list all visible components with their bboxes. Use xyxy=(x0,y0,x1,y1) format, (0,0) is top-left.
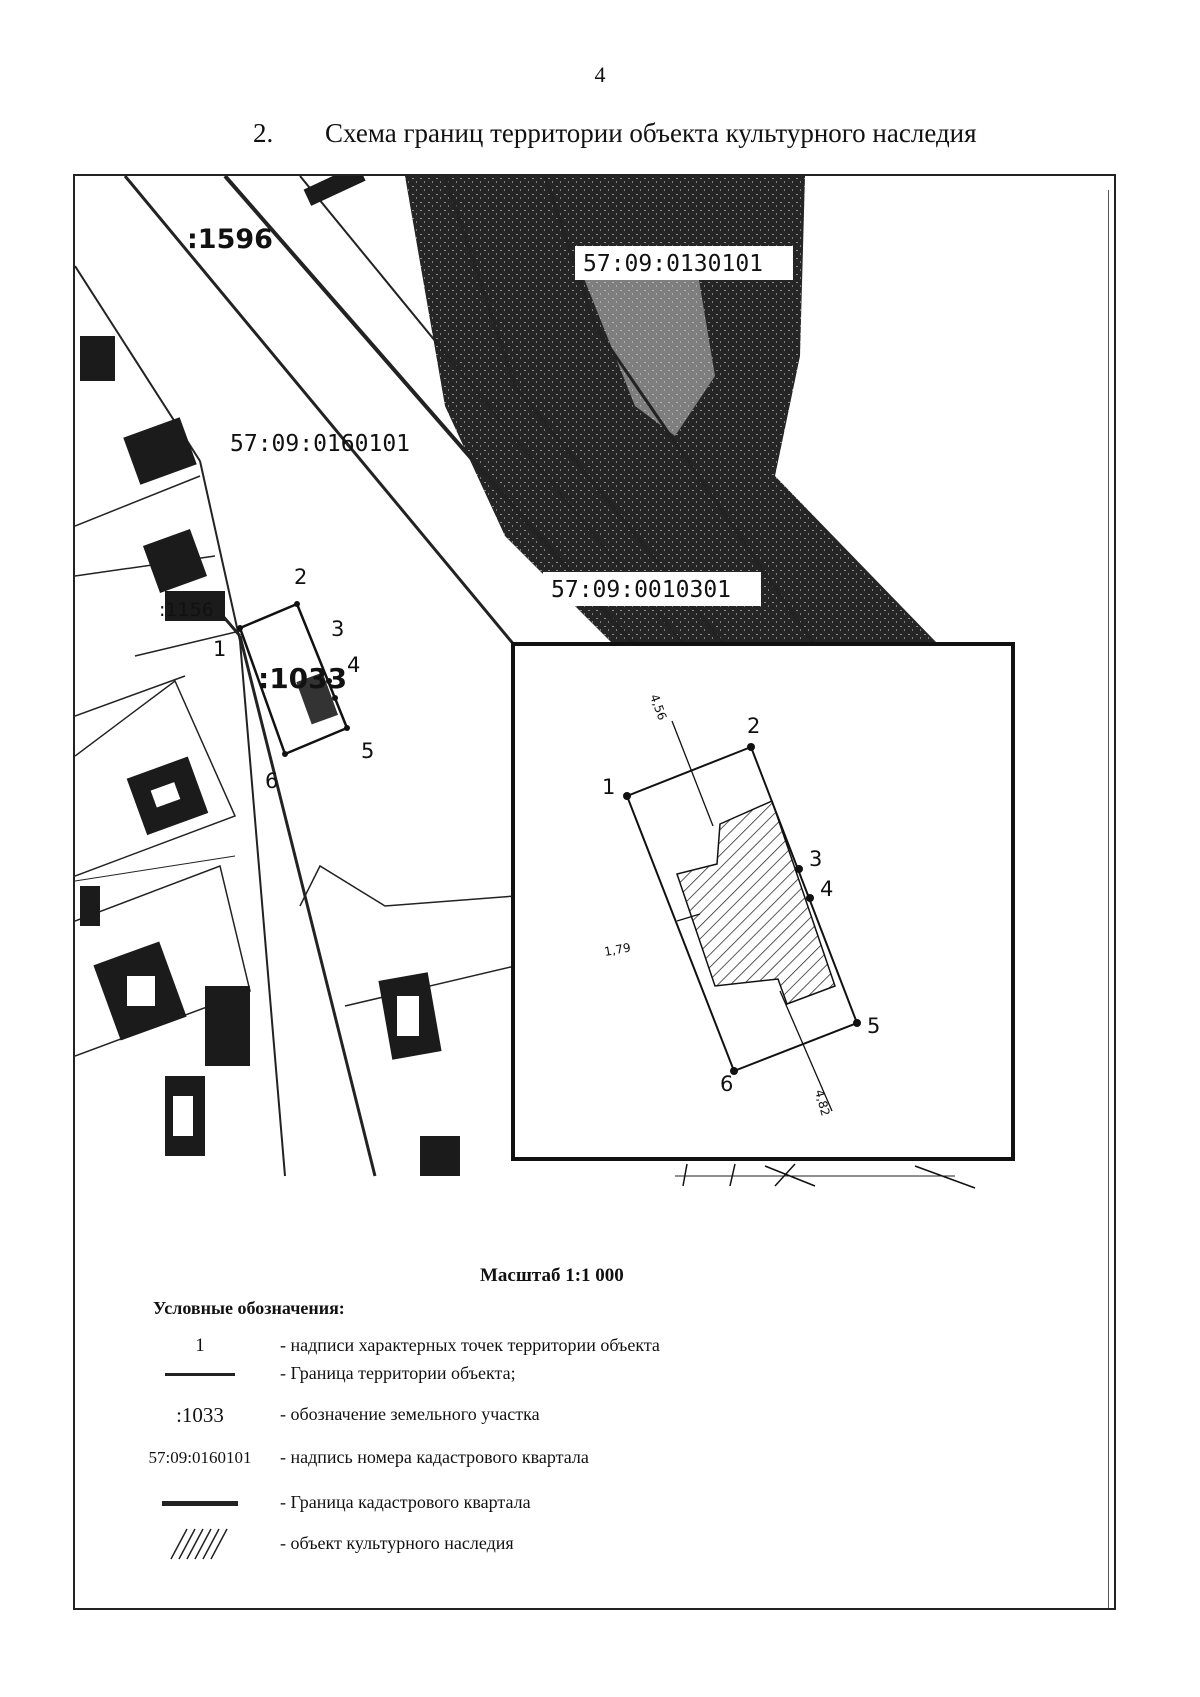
quarter-label-bg-3 xyxy=(543,572,761,606)
hatch-icon xyxy=(170,1528,228,1560)
heading-number: 2. xyxy=(253,118,274,148)
legend-text-point: - надписи характерных точек территории о… xyxy=(280,1335,660,1355)
legend-text-object-boundary: - Граница территории объекта; xyxy=(280,1363,516,1383)
legend-item-object-boundary: - Граница территории объекта; xyxy=(120,1356,1020,1392)
frame-inner-line xyxy=(1108,190,1109,1608)
heading-title: Схема границ территории объекта культурн… xyxy=(325,118,977,148)
inset-heritage-object xyxy=(676,799,836,1005)
legend-item-quarter-boundary: - Граница кадастрового квартала xyxy=(120,1485,1020,1521)
building-courtyards xyxy=(127,782,419,1136)
legend-text-quarter-number: - надпись номера кадастрового квартала xyxy=(280,1447,589,1467)
quarter-label-0160101: 57:09:0160101 xyxy=(230,431,410,457)
legend-text-parcel: - обозначение земельного участка xyxy=(280,1404,540,1424)
legend-symbol-quarter-boundary xyxy=(120,1485,280,1521)
legend-symbol-point: 1 xyxy=(195,1335,205,1356)
inset-dimension-482: 4,82 xyxy=(812,1088,832,1117)
river-strip xyxy=(575,256,715,436)
legend-symbol-hatch xyxy=(120,1526,280,1562)
map-scale: Масштаб 1:1 000 xyxy=(480,1265,624,1286)
inset-detail: 1 2 3 4 5 6 4,56 1,79 4,82 xyxy=(511,642,1015,1161)
parcel-label-1156: :1156 xyxy=(159,599,214,621)
page-number: 4 xyxy=(594,62,606,87)
page-heading: 2. Схема границ территории объекта культу… xyxy=(253,118,977,149)
quarter-label-0130101: 57:09:0130101 xyxy=(583,251,763,277)
legend-symbol-parcel: :1033 xyxy=(176,1402,224,1427)
map-point-5: 5 xyxy=(361,739,374,763)
inset-point-6: 6 xyxy=(720,1072,733,1096)
cadastral-map: :1596 :1156 :1033 57:09:0130101 57:09:01… xyxy=(75,176,1015,1189)
map-point-6: 6 xyxy=(265,769,278,793)
legend-text-quarter-boundary: - Граница кадастрового квартала xyxy=(280,1492,531,1512)
quarter-label-bg-1 xyxy=(575,246,793,280)
inset-point-4: 4 xyxy=(820,877,833,901)
inset-point-1: 1 xyxy=(602,775,615,799)
inset-dimension-179: 1,79 xyxy=(603,941,632,959)
legend-symbol-object-boundary xyxy=(120,1356,280,1392)
legend-item-quarter-number: 57:09:0160101 - надпись номера кадастров… xyxy=(120,1440,1020,1476)
legend-item-parcel: :1033 - обозначение земельного участка xyxy=(120,1397,1020,1433)
legend-item-heritage-object: - объект культурного наследия xyxy=(120,1526,1020,1562)
map-point-3: 3 xyxy=(331,617,344,641)
inset-point-3: 3 xyxy=(809,847,822,871)
inset-point-5: 5 xyxy=(867,1014,880,1038)
object-building xyxy=(296,672,339,725)
map-frame xyxy=(73,174,1116,1610)
legend-item-point-label: 1 - надписи характерных точек территории… xyxy=(120,1328,1020,1364)
road-lines xyxy=(75,176,955,1177)
map-point-2: 2 xyxy=(294,565,307,589)
parcel-label-1596: :1596 xyxy=(187,224,273,255)
legend-text-heritage-object: - объект культурного наследия xyxy=(280,1533,514,1553)
lower-strip-lines xyxy=(682,1163,976,1189)
quarter-label-0010301: 57:09:0010301 xyxy=(551,577,731,603)
point-markers xyxy=(237,601,350,757)
map-point-1: 1 xyxy=(213,637,226,661)
parcel-label-1033: :1033 xyxy=(258,662,347,695)
legend-title: Условные обозначения: xyxy=(153,1298,345,1318)
inset-point-2: 2 xyxy=(747,714,760,738)
map-point-4: 4 xyxy=(347,653,360,677)
legend-symbol-quarter-number: 57:09:0160101 xyxy=(148,1448,252,1467)
